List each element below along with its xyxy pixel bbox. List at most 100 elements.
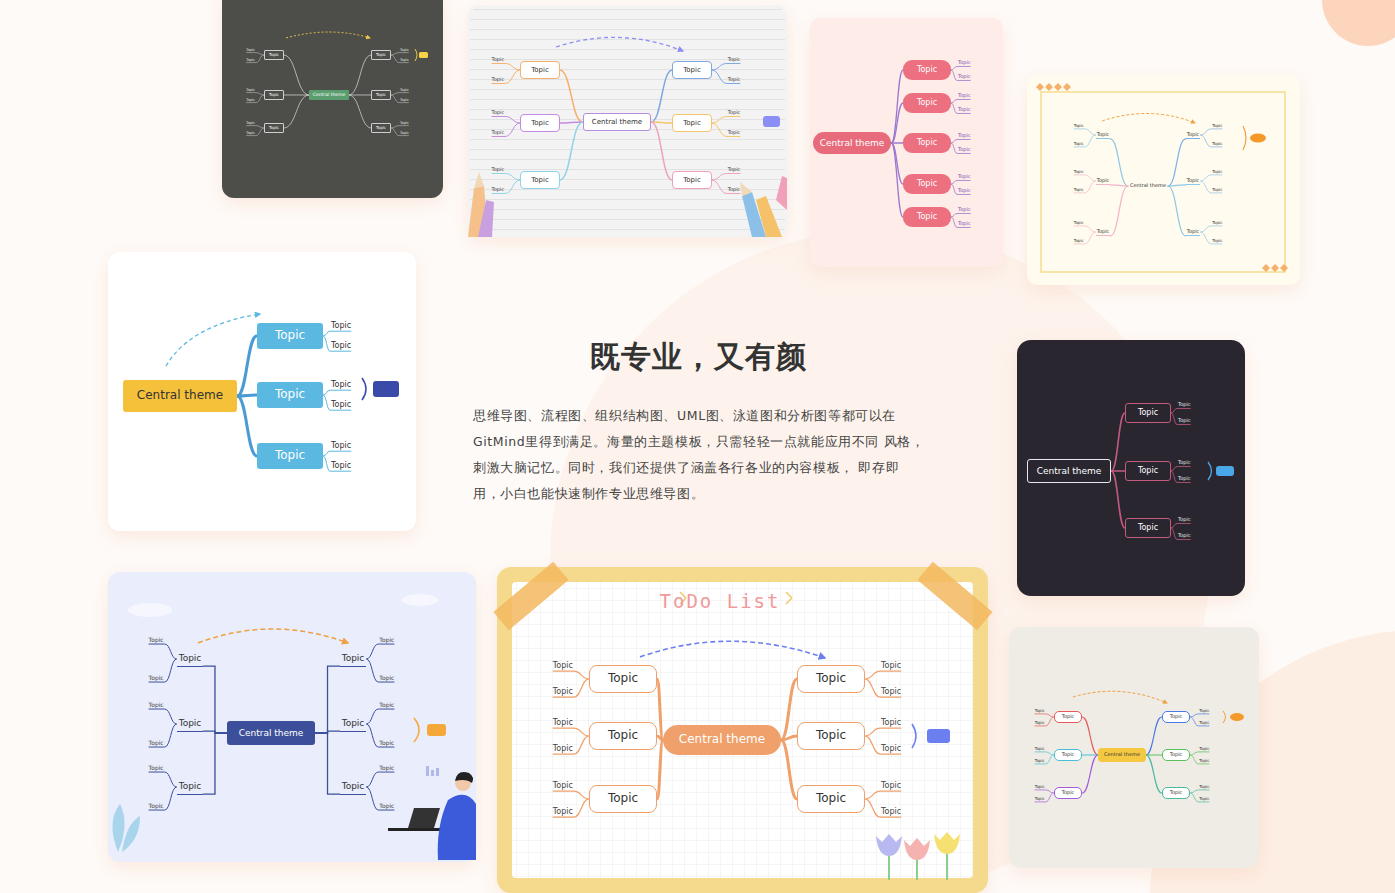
leader-line <box>951 213 971 217</box>
topic-node: Topic <box>177 779 204 794</box>
paper-grid <box>512 582 973 878</box>
leader-line <box>391 95 409 103</box>
subtopic-label: Topic <box>246 88 255 92</box>
leader-line <box>1035 790 1054 793</box>
label-text: Topic <box>1074 141 1084 146</box>
subtopic-label: Topic <box>1035 721 1045 726</box>
leader-line <box>149 724 177 747</box>
subtopic-label: Topic <box>958 60 971 66</box>
tape <box>917 562 992 631</box>
node-text: Topic <box>917 212 937 221</box>
node-text: Topic <box>917 138 937 147</box>
cloud <box>402 594 438 606</box>
leader-line <box>323 336 351 351</box>
subtopic-label: Topic <box>958 221 971 227</box>
leader-line <box>553 736 589 754</box>
topic-node: Topic <box>371 90 391 100</box>
topic-node: Topic <box>520 171 560 189</box>
label-text: Topic <box>881 718 901 727</box>
subtopic-label: Topic <box>728 57 741 63</box>
pencil <box>776 176 787 210</box>
branch-connector <box>781 736 797 740</box>
subtopic-label: Topic <box>1074 124 1084 129</box>
node-text: Topic <box>1062 714 1075 720</box>
label-text: Topic <box>1199 796 1209 801</box>
swatch <box>1250 134 1266 143</box>
branch-connector <box>1082 717 1098 755</box>
label-text: Topic <box>149 636 164 643</box>
topic-node: Topic <box>1054 787 1083 799</box>
node-text: Topic <box>179 718 202 728</box>
label-text: Topic <box>331 400 351 409</box>
swatch <box>1230 713 1244 721</box>
subtopic-label: Topic <box>1178 418 1191 424</box>
subtopic-label: Topic <box>1212 188 1222 193</box>
subtopic-label: Topic <box>149 675 164 682</box>
branch-connector <box>1082 754 1098 755</box>
central-node: Central theme <box>227 721 316 745</box>
subtopic-label: Topic <box>331 400 351 409</box>
leader-line <box>323 456 351 471</box>
leader-line <box>951 66 971 70</box>
leader-line <box>366 787 394 810</box>
branch-connector <box>781 679 797 740</box>
subtopic-label: Topic <box>1199 785 1209 790</box>
topic-node: Topic <box>672 114 712 132</box>
label-text: Topic <box>958 220 971 226</box>
label-text: Topic <box>1074 123 1084 128</box>
dashed-arrow <box>166 314 260 366</box>
subtopic-label: Topic <box>331 461 351 470</box>
node-text: Topic <box>269 93 279 98</box>
leader-line <box>1035 793 1054 802</box>
swatch <box>373 381 399 397</box>
subtopic-label: Topic <box>400 121 409 125</box>
node-text: Topic <box>1187 229 1200 235</box>
node-text: Topic <box>1097 229 1110 235</box>
branch-connector <box>1110 186 1128 236</box>
leader-line <box>391 53 409 55</box>
subtopic-label: Topic <box>728 77 741 83</box>
subtopic-label: Topic <box>379 637 394 644</box>
bracket <box>1223 711 1226 723</box>
subtopic-label: Topic <box>958 147 971 153</box>
branch-connector <box>284 55 309 95</box>
leader-line <box>553 679 589 697</box>
subtopic-label: Topic <box>881 661 901 670</box>
branch-connector <box>1168 186 1186 236</box>
node-text: Central theme <box>1130 183 1166 189</box>
leader-line <box>492 123 521 136</box>
node-text: Topic <box>342 781 365 791</box>
label-text: Topic <box>553 718 573 727</box>
label-text: Topic <box>246 58 255 62</box>
leader-line <box>865 736 901 754</box>
leader-line <box>951 180 971 184</box>
topic-node: Topic <box>1096 177 1111 186</box>
subtopic-label: Topic <box>1074 239 1084 244</box>
subtopic-label: Topic <box>1074 142 1084 147</box>
bracket <box>912 724 916 748</box>
bracket <box>415 49 417 61</box>
branch-connector <box>1111 413 1125 471</box>
node-text: Topic <box>816 729 846 743</box>
paragraph-text: 思维导图、流程图、组织结构图、UML图、泳道图和分析图等都可以在 GitMind… <box>473 408 924 501</box>
node-text: Central theme <box>592 118 642 126</box>
branch-connector <box>1146 717 1162 755</box>
leader-line <box>1074 135 1096 147</box>
branch-connector <box>560 122 583 123</box>
label-text: Topic <box>1035 758 1045 763</box>
leader-line <box>865 671 901 679</box>
node-text: Topic <box>917 179 937 188</box>
label-text: Topic <box>246 88 255 92</box>
bracket <box>414 718 419 742</box>
leader-line <box>712 123 741 136</box>
node-text: Topic <box>917 65 937 74</box>
node-text: Topic <box>1138 466 1158 475</box>
topic-node: Topic <box>672 171 712 189</box>
leader-line <box>149 644 177 659</box>
subtopic-label: Topic <box>246 98 255 102</box>
node-text: Topic <box>1138 408 1158 417</box>
branch-connector <box>349 55 371 95</box>
branch-connector <box>657 679 663 740</box>
central-node: Central theme <box>1098 748 1146 762</box>
